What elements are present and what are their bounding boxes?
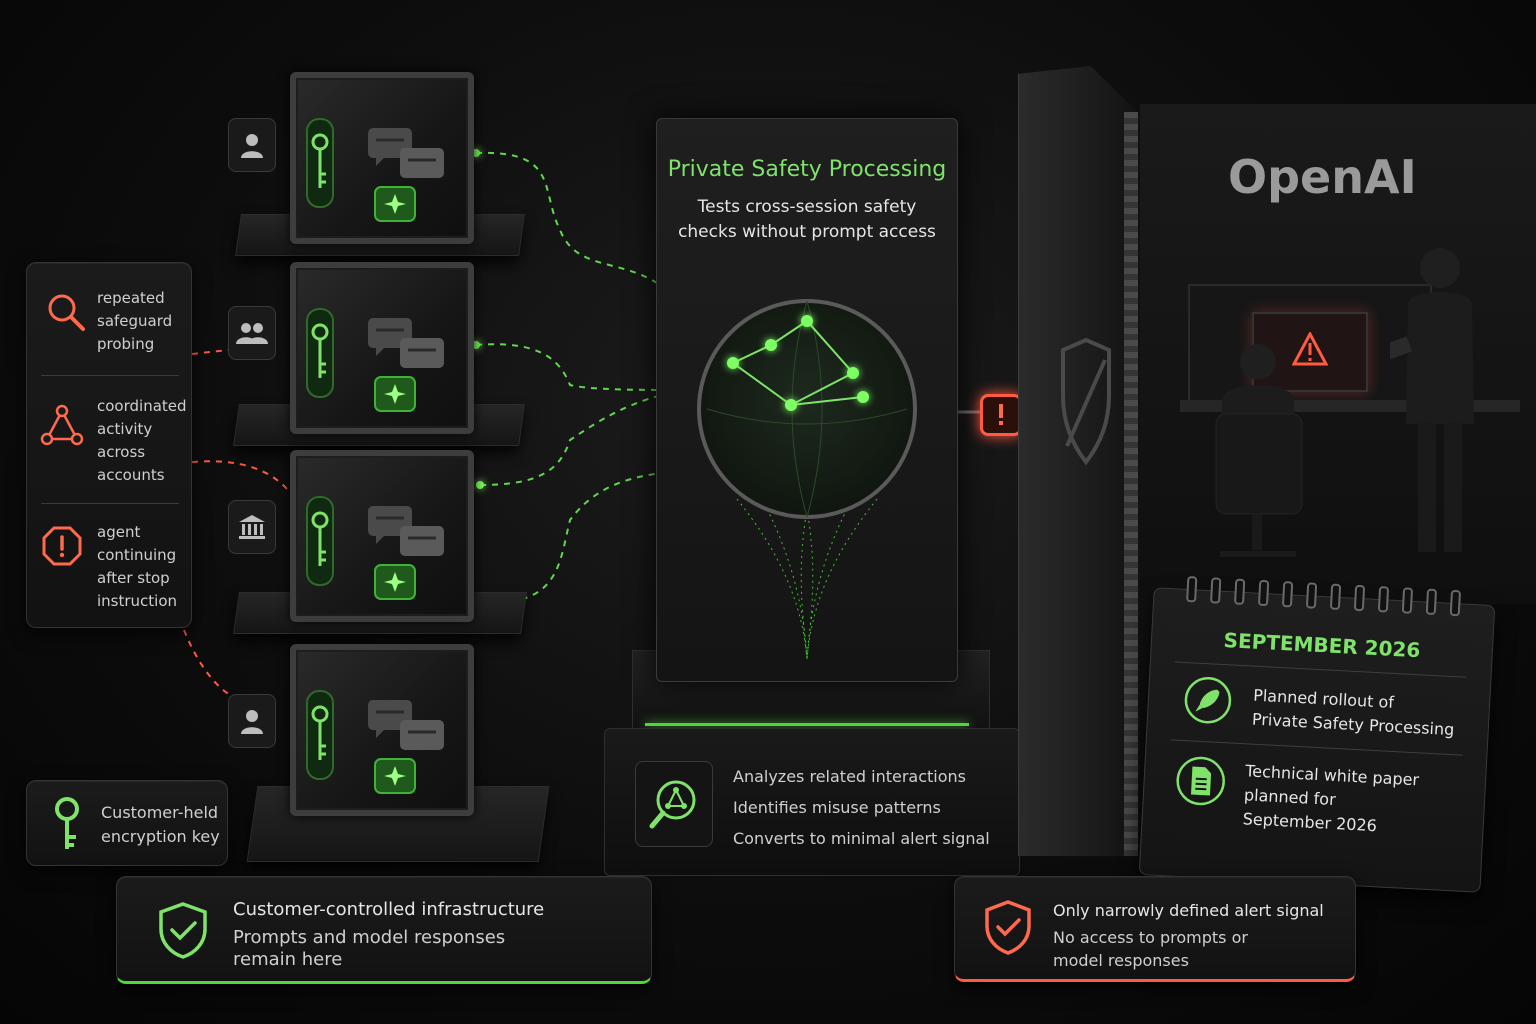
alert-octagon-icon (42, 526, 82, 566)
calendar-month: SEPTEMBER 2026 (1223, 627, 1421, 663)
key-icon (306, 690, 334, 780)
calendar-ring (1401, 587, 1414, 614)
divider (41, 503, 179, 504)
calendar-ring (1210, 577, 1222, 604)
calendar-divider (1170, 739, 1463, 756)
sparkle-icon (374, 186, 416, 222)
customer-infrastructure-card: Customer-controlled infrastructure Promp… (116, 876, 652, 984)
network-icon (40, 404, 84, 446)
search-icon (48, 294, 85, 331)
wall-edge (1124, 112, 1138, 856)
key-label-line2: encryption key (101, 827, 220, 846)
group-chip (228, 306, 276, 360)
chat-icon (368, 506, 444, 556)
calendar-ring (1186, 575, 1198, 603)
alert-signal-badge (980, 394, 1022, 436)
features-pedestal: Analyzes related interactions Identifies… (604, 728, 1020, 876)
chat-icon (368, 700, 444, 750)
analysis-icon-box (635, 761, 713, 847)
rollout-calendar: SEPTEMBER 2026 Planned rollout of Privat… (1138, 575, 1496, 893)
calendar-ring (1257, 579, 1270, 607)
calendar-ring (1377, 586, 1390, 613)
encrypted-container-1 (290, 72, 474, 244)
threat-signals-panel: repeated safeguard probing coordinated a… (26, 262, 192, 628)
document-icon (1176, 756, 1225, 806)
feature-3: Converts to minimal alert signal (733, 829, 990, 848)
threat-label-probing: repeated safeguard probing (97, 289, 173, 353)
private-safety-processing-monolith: Private Safety Processing Tests cross-se… (645, 118, 969, 726)
calendar-ring (1329, 583, 1342, 611)
key-icon (306, 118, 334, 208)
threat-label-coordinated: coordinated activity across accounts (97, 397, 187, 484)
institution-chip (228, 500, 276, 554)
bank-icon (239, 515, 265, 539)
analysis-lens (697, 299, 917, 660)
privacy-wall (1018, 66, 1139, 856)
calendar-ring (1425, 588, 1438, 616)
users-icon (236, 323, 268, 344)
calendar-ring (1449, 589, 1462, 617)
exclamation-icon (999, 404, 1003, 425)
calendar-item1-line1: Planned rollout of (1252, 685, 1395, 712)
encrypted-container-4 (290, 644, 474, 816)
alert-line1: Only narrowly defined alert signal (1053, 901, 1324, 920)
rocket-icon (1184, 676, 1232, 724)
calendar-item2-line2: planned for (1243, 785, 1337, 810)
center-subtitle-line1: Tests cross-session safety (697, 197, 917, 217)
encrypted-container-3 (290, 450, 474, 622)
alert-signal-card: Only narrowly defined alert signal No ac… (954, 876, 1356, 982)
chat-icon (368, 318, 444, 368)
calendar-ring (1233, 578, 1246, 605)
key-icon (55, 797, 79, 849)
key-label-line1: Customer-held (101, 803, 219, 822)
key-icon (306, 308, 334, 398)
user-chip (228, 118, 276, 172)
infra-line2: remain here (233, 949, 343, 970)
sparkle-icon (374, 564, 416, 600)
standing-person (1390, 248, 1474, 552)
shield-check-icon (159, 902, 207, 959)
calendar-item1-line2: Private Safety Processing (1251, 709, 1455, 740)
infra-title: Customer-controlled infrastructure (233, 899, 545, 920)
feature-2: Identifies misuse patterns (733, 798, 941, 817)
center-title: Private Safety Processing (667, 157, 947, 182)
openai-label: OpenAI (1228, 150, 1417, 204)
key-icon (306, 496, 334, 586)
divider (41, 375, 179, 376)
encrypted-container-2 (290, 262, 474, 434)
monolith-glow (645, 723, 969, 726)
sparkle-icon (374, 376, 416, 412)
calendar-ring (1353, 584, 1366, 612)
infra-line1: Prompts and model responses (233, 927, 506, 948)
user-icon (241, 710, 263, 734)
sparkle-icon (374, 758, 416, 794)
calendar-item2-line1: Technical white paper (1244, 761, 1420, 790)
analyze-network-icon (649, 780, 696, 829)
calendar-item2-line3: September 2026 (1242, 809, 1378, 836)
encryption-key-card: Customer-held encryption key (26, 780, 228, 866)
shield-slash-icon (1061, 337, 1111, 466)
chat-icon (368, 128, 444, 178)
seated-person (1215, 344, 1303, 557)
user-icon (241, 134, 263, 158)
center-subtitle-line2: checks without prompt access (678, 222, 936, 242)
alert-line2: No access to prompts or (1053, 928, 1248, 947)
warning-icon (1292, 332, 1328, 366)
feature-1: Analyzes related interactions (733, 767, 967, 786)
openai-room: OpenAI (1140, 104, 1536, 604)
shield-check-icon (985, 900, 1031, 955)
calendar-ring (1281, 581, 1294, 608)
threat-label-agent: agent continuing after stop instruction (97, 523, 178, 610)
user-chip (228, 694, 276, 748)
alert-line3: model responses (1053, 951, 1189, 970)
calendar-ring (1305, 582, 1318, 609)
